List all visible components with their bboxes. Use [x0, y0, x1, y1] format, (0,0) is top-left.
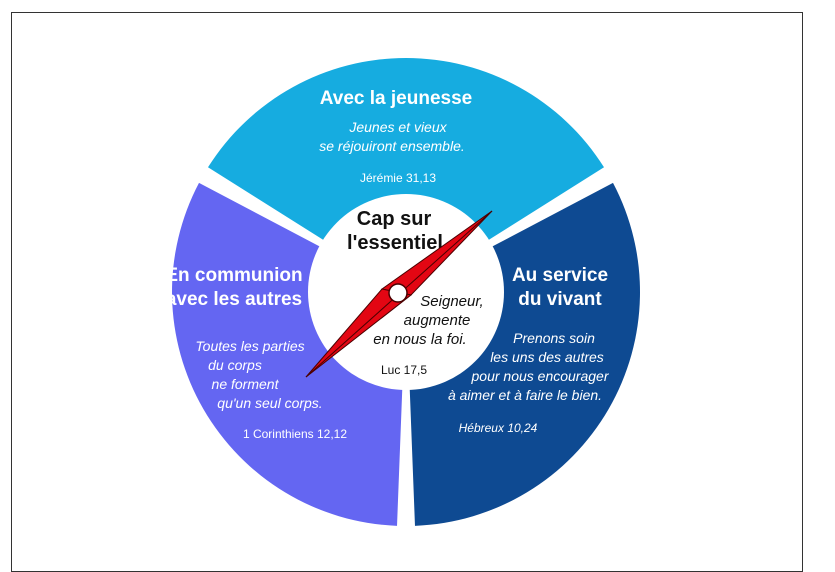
segment-right-title-line-1: Au service — [512, 265, 608, 286]
needle-pivot — [388, 283, 408, 303]
compass-needle-icon — [305, 210, 493, 378]
segment-right — [409, 182, 641, 526]
page-frame: Avec la jeunesse Jeunes et vieux se réjo… — [11, 12, 803, 572]
segment-top-verse-line-2: se réjouiront ensemble. — [319, 138, 465, 154]
segment-top-title: Avec la jeunesse — [320, 88, 472, 109]
segment-top — [207, 57, 605, 242]
center-verse-line-1: Seigneur, — [420, 293, 483, 310]
segment-left-reference: 1 Corinthiens 12,12 — [243, 427, 347, 441]
segment-left-verse-line-4: qu'un seul corps. — [217, 395, 322, 411]
faith-compass-diagram: Avec la jeunesse Jeunes et vieux se réjo… — [165, 57, 641, 526]
center-title-line-1: Cap sur — [357, 208, 432, 230]
segment-right-verse-line-1: Prenons soin — [513, 330, 595, 346]
segment-right-title-line-2: du vivant — [518, 289, 602, 310]
segment-right-verse-line-4: à aimer et à faire le bien. — [448, 387, 602, 403]
segment-right-reference: Hébreux 10,24 — [459, 421, 538, 435]
segment-right-verse-line-2: les uns des autres — [490, 349, 604, 365]
segment-left-title-line-1: En communion — [165, 265, 302, 286]
segment-left-verse-line-3: ne forment — [212, 376, 280, 392]
segment-left-verse-line-1: Toutes les parties — [195, 338, 304, 354]
segment-left-verse-line-2: du corps — [208, 357, 262, 373]
center-title-line-2: l'essentiel — [347, 232, 443, 254]
segment-right-verse-line-3: pour nous encourager — [471, 368, 610, 384]
segment-top-verse-line-1: Jeunes et vieux — [348, 119, 447, 135]
center-verse-line-2: augmente — [404, 312, 471, 329]
segment-left-title-line-2: avec les autres — [166, 289, 302, 310]
segment-left — [171, 182, 403, 526]
segment-top-reference: Jérémie 31,13 — [360, 171, 436, 185]
center-reference: Luc 17,5 — [381, 363, 427, 377]
center-verse-line-3: en nous la foi. — [373, 331, 466, 348]
